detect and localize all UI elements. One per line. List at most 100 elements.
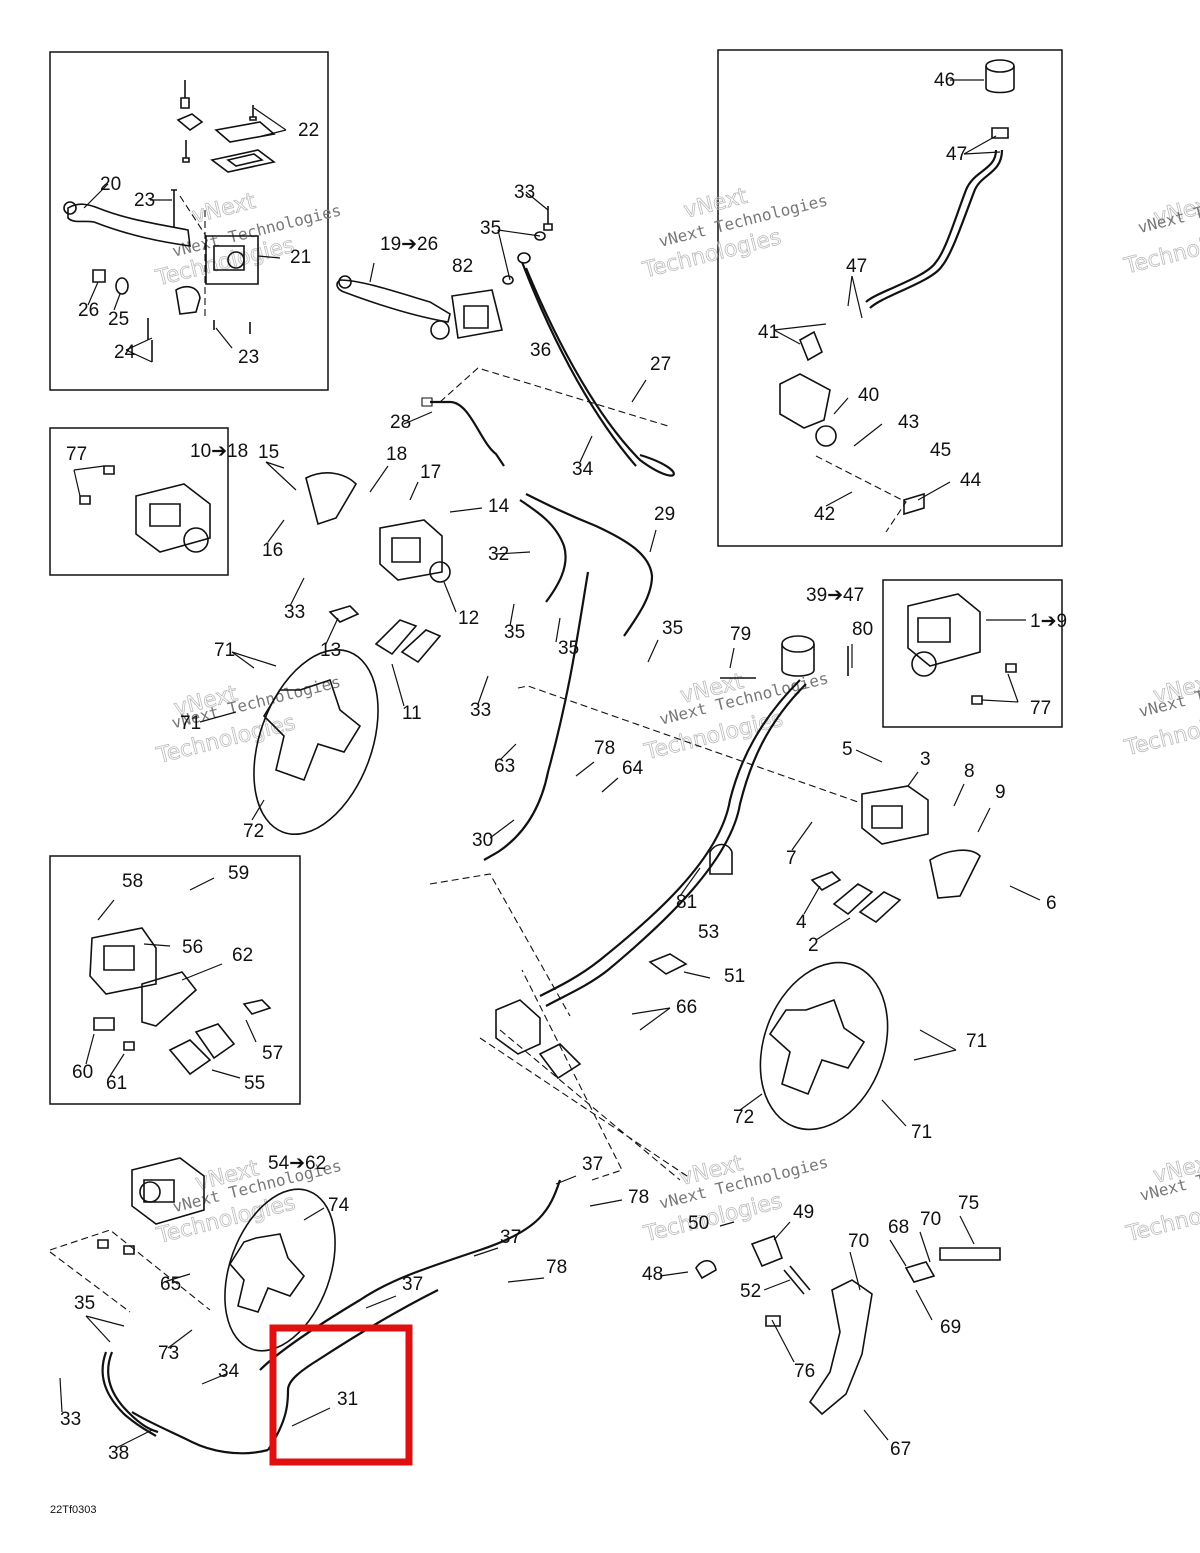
callout-label: 34 [572, 459, 594, 480]
leader-line [771, 1319, 795, 1363]
inset-master-cylinder [49, 51, 329, 391]
leader-line [1007, 673, 1019, 703]
leader-line [959, 1215, 975, 1245]
leader-line [391, 663, 405, 707]
master-cylinder-rear [495, 953, 688, 1080]
callout-label: 30 [472, 830, 493, 851]
leader-line [601, 777, 619, 793]
callout-label: 63 [494, 756, 515, 777]
callout-label: 78 [628, 1187, 649, 1208]
callout-label: 35 [74, 1293, 95, 1314]
callout-label: 33 [514, 182, 535, 203]
callout-label: 42 [814, 504, 835, 525]
callout-label: 56 [182, 937, 203, 958]
callout-label: 26 [78, 300, 99, 321]
callout-label: 61 [106, 1073, 127, 1094]
leader-line [647, 639, 659, 663]
watermark: vNext vNext Technologies Technologies [639, 183, 829, 284]
callout-label: 65 [160, 1274, 181, 1295]
callout-label: 81 [676, 892, 697, 913]
leader-line [963, 135, 997, 155]
callout-label: 24 [114, 342, 136, 363]
watermark: vNext vNext Technologies Technologies [640, 1151, 830, 1248]
leader-line [679, 867, 701, 897]
leader-line [265, 461, 297, 491]
callout-label: 17 [420, 462, 441, 483]
callout-label: 5 [842, 739, 853, 760]
callout-label: 48 [642, 1264, 663, 1285]
watermark: vNext vNext Technologies Technologies [153, 672, 342, 769]
leader-line [803, 885, 821, 915]
callout-label: 47 [946, 144, 967, 165]
leader-line [163, 1273, 191, 1283]
leader-line [365, 1295, 397, 1309]
callout-label: 31 [337, 1389, 358, 1410]
callout-label: 33 [60, 1409, 81, 1430]
leader-line [253, 107, 287, 131]
leader-line [231, 651, 277, 667]
leader-line [791, 821, 813, 851]
leader-line [85, 1315, 111, 1343]
leader-line [73, 465, 105, 471]
leader-line [189, 877, 215, 891]
callout-label: 2 [808, 935, 819, 956]
inset-caliper-left [49, 427, 229, 576]
leader-line [85, 1033, 95, 1065]
leader-line [953, 783, 965, 807]
callout-label: 33 [470, 700, 491, 721]
callout-label: 33 [284, 602, 305, 623]
diagram-code: 22Tf0303 [50, 1504, 96, 1516]
callout-label: 74 [328, 1195, 350, 1216]
rear-reservoir [779, 59, 1015, 516]
watermark: vNext vNext Technologies Technologies [641, 668, 830, 765]
callout-label: 3 [920, 749, 931, 770]
master-cylinder-exploded [63, 80, 276, 362]
callout-label: 45 [930, 440, 951, 461]
leader-line [555, 1175, 577, 1185]
leader-line [303, 1207, 325, 1221]
callout-label: 57 [262, 1043, 283, 1064]
leader-line [369, 465, 389, 493]
callout-label: 23 [238, 347, 259, 368]
leader-line [739, 1093, 763, 1111]
callout-label: 68 [888, 1217, 909, 1238]
callout-label: 16 [262, 540, 283, 561]
leader-line [143, 943, 171, 947]
leader-line [97, 899, 115, 921]
callout-label: 75 [958, 1193, 979, 1214]
callout-label: 35 [504, 622, 525, 643]
leader-line [113, 293, 121, 311]
callout-label: 41 [758, 322, 779, 343]
leader-line [199, 711, 237, 723]
callout-label: 39➔47 [806, 585, 864, 606]
callout-label: 12 [458, 608, 479, 629]
leader-line [267, 519, 285, 543]
callout-label: 8 [964, 761, 975, 782]
leader-line [73, 469, 81, 497]
callout-label: 64 [622, 758, 644, 779]
handlebar-master-cylinder [336, 206, 553, 340]
callout-label: 69 [940, 1317, 961, 1338]
callout-label: 47 [846, 256, 867, 277]
callout-label: 7 [786, 848, 797, 869]
callout-label: 55 [244, 1073, 265, 1094]
leader-line [473, 1247, 499, 1257]
leader-line [729, 647, 735, 669]
leader-line [409, 481, 419, 501]
leader-line [915, 1289, 933, 1321]
callout-label: 51 [724, 966, 745, 987]
leader-line [649, 529, 657, 553]
callout-label: 23 [134, 190, 155, 211]
callout-label: 27 [650, 354, 671, 375]
leader-line [497, 229, 511, 281]
callout-label: 78 [594, 738, 615, 759]
callout-label: 72 [243, 821, 264, 842]
callout-label: 71 [214, 640, 235, 661]
disc-front-left [253, 648, 379, 836]
callout-label: 72 [733, 1107, 754, 1128]
leader-line [369, 262, 375, 283]
callout-label: 50 [688, 1213, 709, 1234]
leader-line [763, 1279, 791, 1291]
inset-rear-reservoir [717, 49, 1063, 547]
leader-line [125, 349, 153, 363]
